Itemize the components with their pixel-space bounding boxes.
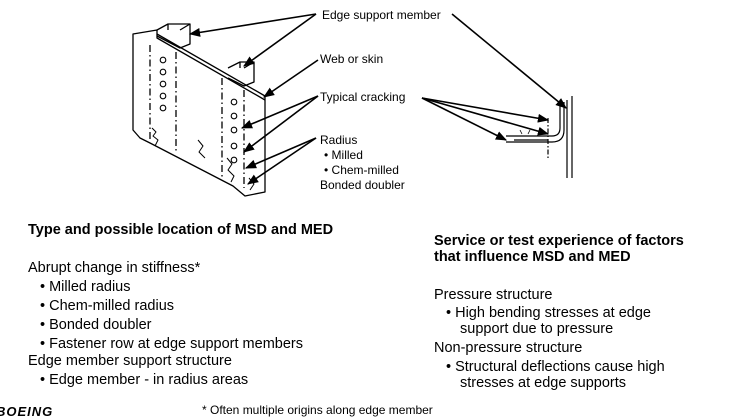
fastener-hole: [159, 56, 167, 64]
right-line: Non-pressure structure: [434, 340, 583, 356]
left-line: • Milled radius: [40, 279, 131, 295]
fastener-hole: [159, 80, 167, 88]
right-line: Pressure structure: [434, 287, 553, 303]
right-line: stresses at edge supports: [460, 375, 627, 391]
label-radius-chem-milled: • Chem-milled: [324, 163, 399, 177]
arrow-radius-2: [247, 137, 317, 185]
panel-outline: [132, 29, 266, 197]
arrow-crack-1: [240, 95, 319, 129]
left-line: • Fastener row at edge support members: [40, 336, 303, 352]
arrow-crack-2: [243, 95, 319, 153]
fastener-hole: [230, 98, 238, 106]
fastener-hole: [230, 126, 238, 134]
left-section-heading: Type and possible location of MSD and ME…: [28, 222, 334, 238]
right-line: • High bending stresses at edge: [446, 305, 651, 321]
fastener-hole: [159, 104, 167, 112]
fastener-hole: [230, 156, 238, 164]
arrow-edge-member-2: [243, 13, 317, 67]
fastener-hole: [230, 142, 238, 150]
left-line: • Edge member - in radius areas: [40, 372, 249, 388]
footnote: * Often multiple origins along edge memb…: [202, 403, 433, 417]
arrow-web: [263, 59, 319, 98]
boeing-logo: BOEING: [0, 404, 54, 419]
arrow-crack-3: [421, 97, 550, 136]
edge-member-right: [227, 61, 255, 87]
right-line: • Structural deflections cause high: [446, 359, 665, 375]
section-detail: [506, 96, 573, 178]
label-edge-support-member: Edge support member: [322, 8, 441, 22]
left-line: • Bonded doubler: [40, 317, 152, 333]
arrow-edge-member-3: [451, 13, 567, 109]
arrow-crack-4: [421, 97, 550, 123]
structure-diagram: [132, 13, 573, 197]
label-radius: Radius: [320, 133, 358, 147]
right-section-heading-line2: that influence MSD and MED: [434, 249, 631, 265]
arrow-edge-member-1: [188, 13, 317, 37]
fastener-hole: [159, 68, 167, 76]
label-typical-cracking: Typical cracking: [320, 90, 406, 104]
arrow-radius-1: [244, 137, 317, 169]
right-line: support due to pressure: [460, 321, 614, 337]
left-line: Edge member support structure: [28, 353, 232, 369]
fastener-hole: [159, 92, 167, 100]
right-section-heading-line1: Service or test experience of factors: [434, 233, 684, 249]
left-line: Abrupt change in stiffness*: [28, 260, 201, 276]
fastener-hole: [230, 112, 238, 120]
label-radius-milled: • Milled: [324, 148, 363, 162]
arrow-crack-5: [421, 97, 508, 141]
label-bonded-doubler: Bonded doubler: [320, 178, 405, 192]
label-web-or-skin: Web or skin: [320, 52, 384, 66]
left-line: • Chem-milled radius: [40, 298, 175, 314]
